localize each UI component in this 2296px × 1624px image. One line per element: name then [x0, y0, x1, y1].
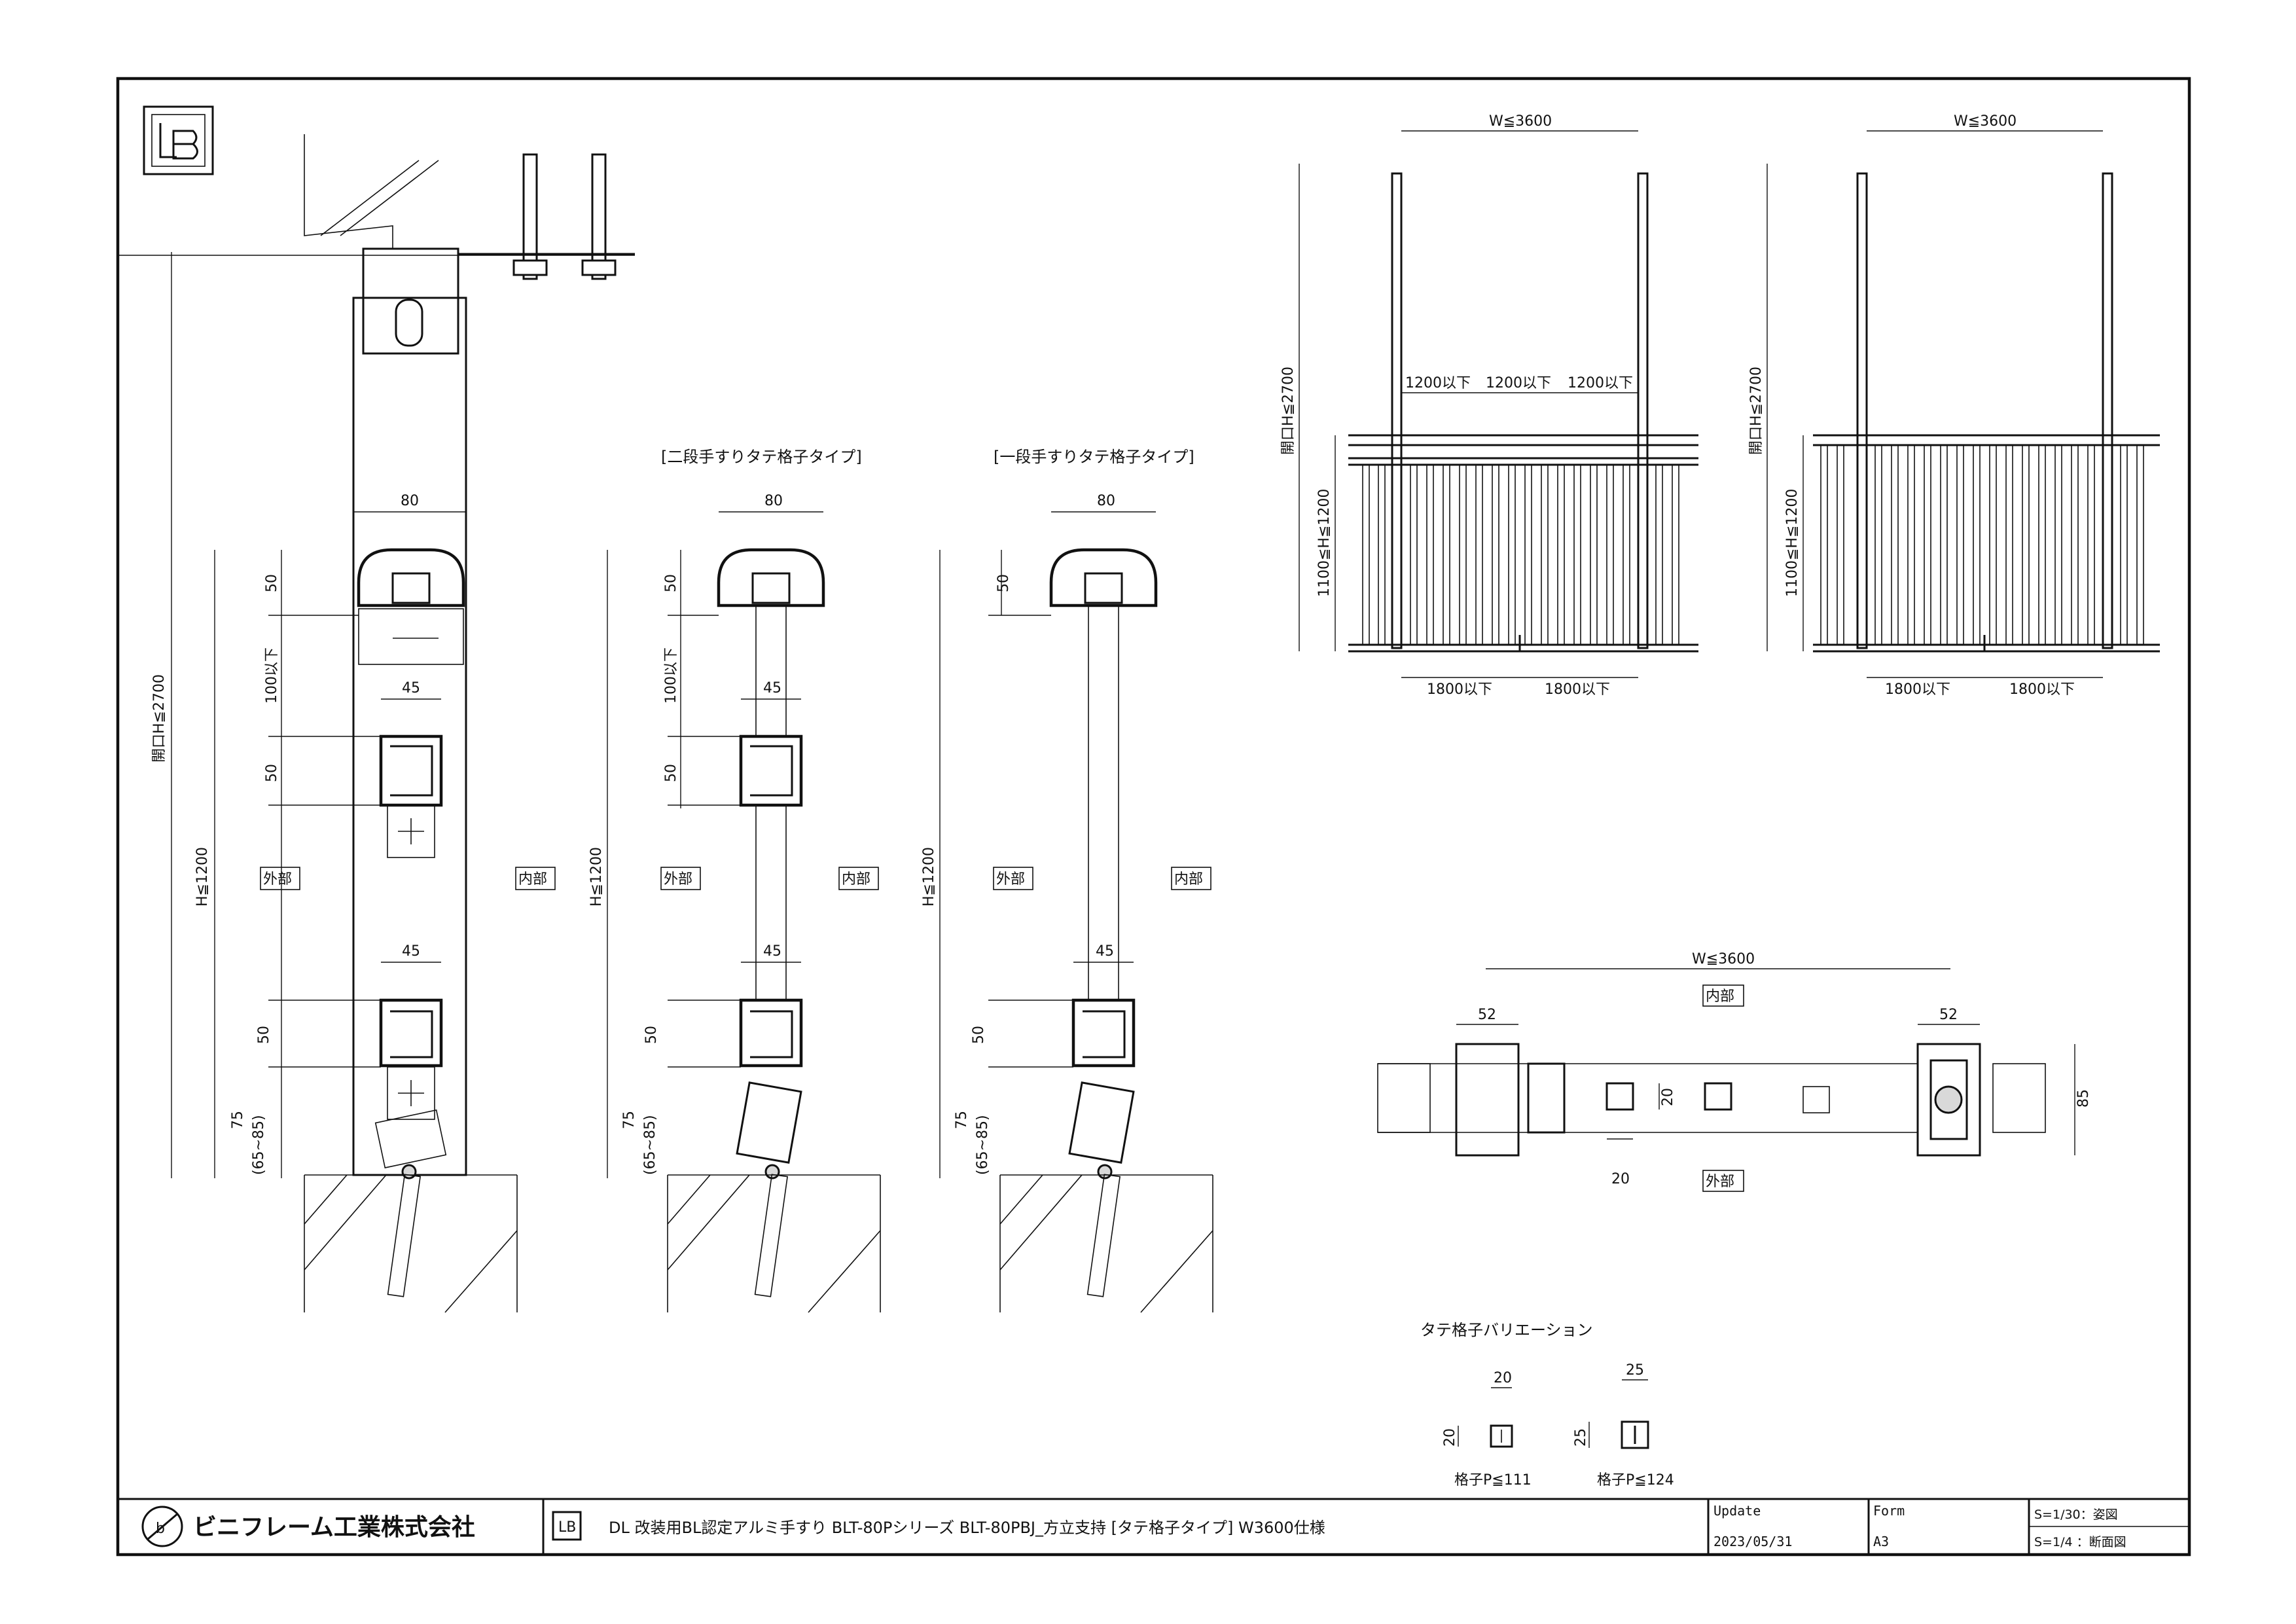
elev-one-width: W≦3600 — [1954, 113, 2017, 130]
one-stage-outside-label: 外部 — [993, 867, 1033, 890]
form-value: A3 — [1873, 1534, 1889, 1549]
elev-two-height: 1100≦H≦1200 — [1316, 489, 1333, 597]
svg-text:内部: 内部 — [842, 871, 870, 888]
one-stage-dim-50-a: 50 — [996, 574, 1012, 592]
two-stage-dim-50-b: 50 — [663, 764, 679, 782]
plan-view — [1377, 968, 2075, 1157]
left-width-45-low: 45 — [402, 943, 420, 960]
left-dim-50-c: 50 — [256, 1026, 272, 1044]
svg-text:内部: 内部 — [1174, 871, 1203, 888]
variation-20-h: 20 — [1442, 1428, 1458, 1447]
plan-52-right: 52 — [1939, 1007, 1958, 1023]
left-dim-65-85: (65~85) — [251, 1115, 267, 1175]
left-dim-75: 75 — [230, 1111, 246, 1129]
two-stage-width-80: 80 — [764, 493, 783, 509]
one-stage-dim-50-c: 50 — [971, 1026, 987, 1044]
section-two-stage-view — [607, 511, 881, 1313]
variation-20-w: 20 — [1494, 1370, 1512, 1386]
one-stage-inside-label: 内部 — [1171, 867, 1211, 890]
left-dim-50-b: 50 — [264, 764, 280, 782]
elevation-one-pickets — [1820, 444, 2144, 645]
two-stage-outside-label: 外部 — [660, 867, 701, 890]
svg-text:外部: 外部 — [1706, 1174, 1734, 1190]
variation-25-h: 25 — [1573, 1428, 1589, 1447]
left-width-45-mid: 45 — [402, 680, 420, 696]
variation-20-pitch: 格子P≦111 — [1454, 1472, 1532, 1489]
two-stage-caption: [二段手すりタテ格子タイプ] — [661, 448, 862, 466]
svg-text:外部: 外部 — [996, 871, 1025, 888]
left-inside-label: 内部 — [515, 867, 556, 890]
scale-line-2: S=1/4 ：断面図 — [2034, 1535, 2126, 1549]
variation-25 — [1588, 1379, 1649, 1449]
elev-two-opening: 開口H≦2700 — [1280, 367, 1297, 455]
two-stage-dim-75: 75 — [621, 1111, 637, 1129]
plan-width: W≦3600 — [1692, 951, 1755, 967]
plan-20-v: 20 — [1660, 1088, 1676, 1106]
drawing-title: DL 改装用BL認定アルミ手すり BLT-80Pシリーズ BLT-80PBJ_方… — [609, 1519, 1325, 1537]
one-stage-width-80: 80 — [1097, 493, 1115, 509]
left-dim-50-a: 50 — [264, 574, 280, 592]
svg-text:内部: 内部 — [1706, 988, 1734, 1005]
company-logo-icon: b — [141, 1506, 183, 1547]
two-stage-dim-65-85: (65~85) — [642, 1115, 658, 1175]
elevation-one-stage — [1767, 130, 2160, 678]
one-stage-dim-75: 75 — [954, 1111, 970, 1129]
form-label: Form — [1873, 1503, 1905, 1519]
section-one-stage-view — [939, 511, 1213, 1313]
variation-25-w: 25 — [1626, 1362, 1644, 1379]
left-opening-height: 開口H≦2700 — [151, 674, 168, 763]
svg-text:内部: 内部 — [518, 871, 547, 888]
two-stage-width-45-mid: 45 — [763, 680, 781, 696]
plan-20-h: 20 — [1611, 1171, 1630, 1187]
company-name: ビニフレーム工業株式会社 — [193, 1514, 475, 1541]
sheet-border — [116, 77, 2191, 1557]
elev-one-s2: 1800以下 — [2009, 681, 2075, 698]
two-stage-height: H≦1200 — [588, 847, 605, 907]
title-logo-glyph: LB — [558, 1519, 576, 1536]
two-stage-dim-50-c: 50 — [643, 1026, 660, 1044]
elev-two-p3: 1200以下 — [1568, 375, 1633, 391]
two-stage-dim-50-a: 50 — [663, 574, 679, 592]
elev-two-width: W≦3600 — [1489, 113, 1552, 130]
left-height: H≦1200 — [194, 847, 211, 907]
elev-two-p2: 1200以下 — [1486, 375, 1551, 391]
elev-one-height: 1100≦H≦1200 — [1784, 489, 1801, 597]
plan-85: 85 — [2075, 1089, 2092, 1108]
brand-logo-mark — [143, 105, 214, 175]
title-logo-icon — [552, 1511, 582, 1541]
elev-one-opening: 開口H≦2700 — [1748, 367, 1765, 455]
svg-text:b: b — [156, 1521, 165, 1537]
one-stage-width-45-low: 45 — [1096, 943, 1114, 960]
elev-two-p1: 1200以下 — [1405, 375, 1471, 391]
variation-25-pitch: 格子P≦124 — [1597, 1472, 1674, 1489]
scale-line-1: S=1/30：姿図 — [2034, 1507, 2118, 1522]
update-label: Update — [1713, 1503, 1761, 1519]
left-dim-100: 100以下 — [264, 647, 280, 704]
one-stage-caption: [一段手すりタテ格子タイプ] — [994, 448, 1194, 466]
two-stage-width-45-low: 45 — [763, 943, 781, 960]
elev-two-s1: 1800以下 — [1427, 681, 1492, 698]
one-stage-dim-65-85: (65~85) — [975, 1115, 991, 1175]
two-stage-inside-label: 内部 — [838, 867, 879, 890]
elev-two-s2: 1800以下 — [1545, 681, 1610, 698]
update-value: 2023/05/31 — [1713, 1534, 1792, 1549]
section-left-view — [118, 134, 635, 1313]
one-stage-height: H≦1200 — [921, 847, 937, 907]
left-outside-label: 外部 — [260, 867, 300, 890]
svg-text:外部: 外部 — [664, 871, 692, 888]
elev-one-s1: 1800以下 — [1885, 681, 1950, 698]
variation-title: タテ格子バリエーション — [1420, 1321, 1593, 1339]
left-width-80: 80 — [401, 493, 419, 509]
elevation-two-pickets — [1362, 464, 1679, 645]
variation-20 — [1458, 1387, 1513, 1448]
plan-inside-label: 内部 — [1702, 984, 1744, 1007]
plan-52-left: 52 — [1478, 1007, 1496, 1023]
svg-text:外部: 外部 — [263, 871, 292, 888]
two-stage-dim-100: 100以下 — [663, 647, 679, 704]
title-block: b LB — [141, 1499, 2189, 1555]
elevation-two-stage — [1299, 130, 1698, 678]
plan-outside-label: 外部 — [1702, 1170, 1744, 1192]
